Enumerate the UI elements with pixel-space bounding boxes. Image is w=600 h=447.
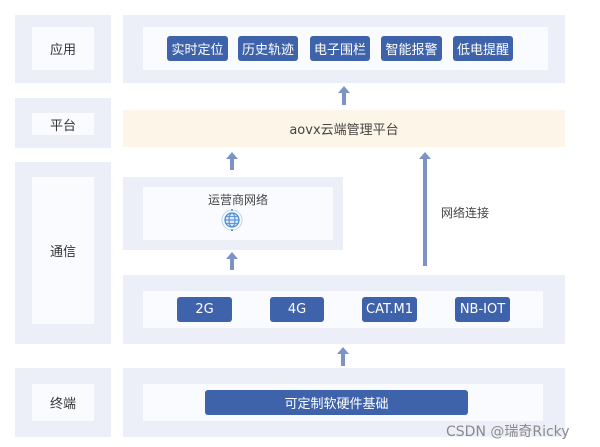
layer-label-comm: 通信: [32, 177, 94, 324]
app-button-realtime-location: 实时定位: [167, 36, 228, 61]
network-connection-arrow-icon: [419, 152, 431, 266]
arrow-up-icon: [337, 347, 349, 366]
app-button-smart-alarm: 智能报警: [381, 36, 442, 61]
arrow-up-icon: [226, 252, 238, 270]
app-button-history-track: 历史轨迹: [238, 36, 298, 61]
carrier-network-label: 运营商网络: [207, 193, 268, 207]
arrow-up-icon: [226, 152, 238, 170]
network-button-4g: 4G: [270, 297, 324, 322]
carrier-inner: [143, 187, 333, 240]
layer-label-terminal: 终端: [32, 384, 94, 421]
layer-label-app: 应用: [32, 27, 94, 70]
watermark: CSDN @瑞奇Ricky: [446, 424, 570, 440]
layer-label-platform: 平台: [32, 113, 94, 135]
network-connection-label: 网络连接: [441, 206, 490, 220]
globe-icon: [221, 209, 243, 235]
network-button-nbiot: NB-IOT: [455, 297, 510, 322]
app-button-geofence: 电子围栏: [310, 36, 370, 61]
terminal-base-button: 可定制软硬件基础: [205, 390, 468, 415]
network-button-catm1: CAT.M1: [362, 297, 417, 322]
arrow-up-icon: [338, 86, 350, 105]
network-button-2g: 2G: [177, 297, 232, 322]
app-button-low-battery: 低电提醒: [453, 36, 513, 61]
platform-bar: aovx云端管理平台: [123, 110, 565, 147]
